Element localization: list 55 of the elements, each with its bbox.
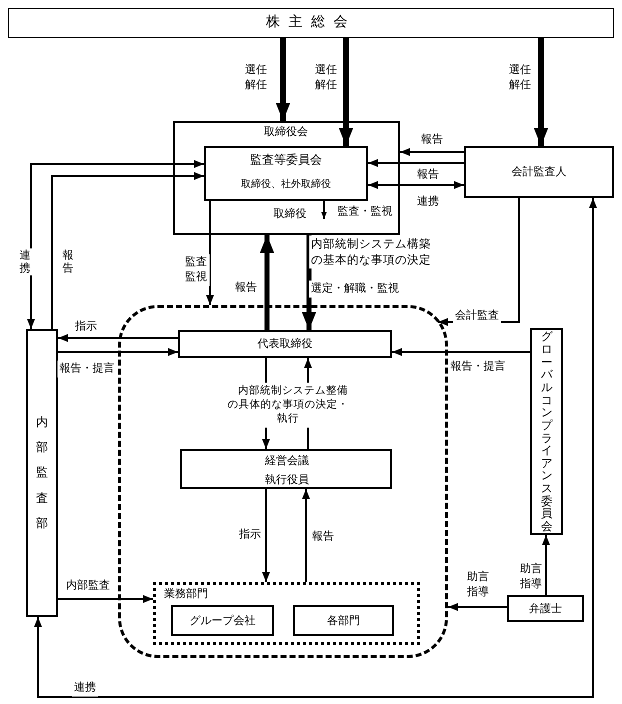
arrow xyxy=(58,595,153,603)
arrow xyxy=(302,489,310,582)
box-subtitle: 取締役 xyxy=(274,207,306,221)
vertical-box xyxy=(530,328,563,535)
process-box xyxy=(180,449,392,489)
vertical-box xyxy=(26,329,58,617)
arrow xyxy=(58,348,178,356)
process-box xyxy=(464,146,614,198)
box-title: グループ会社 xyxy=(190,614,256,628)
arrow xyxy=(58,334,178,342)
arrow xyxy=(534,38,548,146)
box-title: グローバルコンプライアンス委員会 xyxy=(540,330,552,533)
box-title: 弁護士 xyxy=(529,602,562,616)
arrow xyxy=(321,201,327,219)
arrow xyxy=(368,159,464,167)
box-title: 監査等委員会 xyxy=(250,152,322,168)
arrow xyxy=(400,148,464,156)
arrow xyxy=(51,172,204,329)
box-title: 会計監査人 xyxy=(512,165,566,179)
box-title: 取締役会 xyxy=(264,125,308,139)
arrow xyxy=(27,160,204,329)
arrow xyxy=(206,201,214,305)
arrow xyxy=(34,198,597,698)
box-subtitle: 取締役、社外取締役 xyxy=(241,178,331,192)
box-subtitle: 執行役員 xyxy=(265,473,309,487)
edge-label: 報告 xyxy=(60,248,76,276)
arrow xyxy=(338,38,354,146)
process-box xyxy=(8,8,614,38)
process-box xyxy=(178,330,392,358)
box-title: 株主総会 xyxy=(266,14,356,32)
dotted-group-box xyxy=(153,582,420,645)
arrow xyxy=(262,489,270,582)
box-title: 内部監査部 xyxy=(36,414,48,532)
edge-label: 連携 xyxy=(18,248,32,276)
arrow xyxy=(448,603,507,611)
box-title: 各部門 xyxy=(327,614,360,628)
process-box xyxy=(293,605,394,636)
arrow xyxy=(368,181,464,189)
arrow xyxy=(276,38,290,121)
arrow xyxy=(542,535,550,595)
process-box xyxy=(204,146,368,201)
edge-label: 報告・提言 xyxy=(58,360,116,378)
box-title: 代表取締役 xyxy=(258,337,312,351)
arrow xyxy=(260,235,274,330)
edge-label: 連携 xyxy=(72,680,98,696)
box-title: 経営会議 xyxy=(265,454,309,468)
edge-label: 会計監査 xyxy=(453,308,501,324)
note-text: 選定・解職・監視 xyxy=(309,280,401,298)
arrow xyxy=(302,235,316,330)
process-box xyxy=(173,121,400,235)
edge-label: 監査監視 xyxy=(182,254,210,286)
process-box xyxy=(171,605,274,636)
box-title: 業務部門 xyxy=(164,587,208,601)
process-box xyxy=(507,595,584,622)
arrow xyxy=(392,348,530,356)
